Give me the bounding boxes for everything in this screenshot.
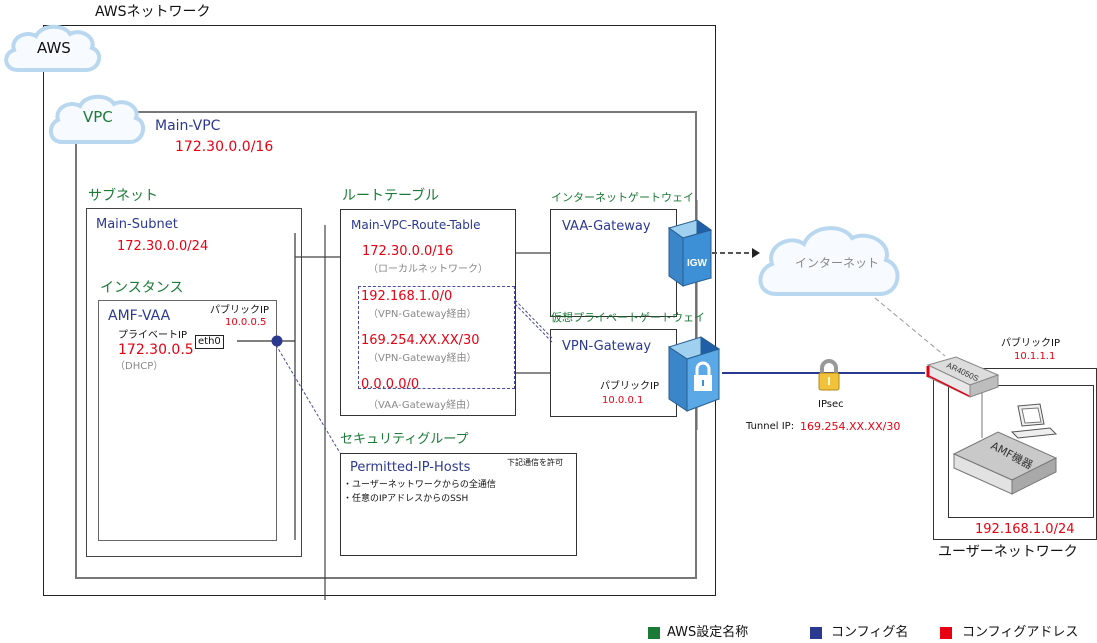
legend-label-config-address: コンフィグアドレス [962,625,1079,640]
security-group-rule-0: ・ユーザーネットワークからの全通信 [343,480,496,490]
vpn-gateway-name: VPN-Gateway [562,339,652,354]
instance-public-ip: 10.0.0.5 [225,317,267,328]
internet-cloud-label: インターネット [795,256,880,270]
instance-name: AMF-VAA [108,308,171,324]
igw-heading: インターネットゲートウェイ [551,191,694,204]
legend-swatch-config-name [810,627,822,639]
router-public-ip-label: パブリックIP [1001,338,1060,349]
route-dest-3: 0.0.0.0/0 [361,377,420,392]
internet-to-router-line [874,297,946,357]
instance-heading: インスタンス [100,280,184,296]
security-group-heading: セキュリティグループ [340,432,469,447]
ipsec-lock-icon [818,359,840,391]
igw-icon: IGW [667,219,713,287]
ipsec-label: IPsec [818,399,844,410]
route-via-0: （ローカルネットワーク） [368,264,488,275]
security-group-box [340,453,577,556]
tunnel-ip-value: 169.254.XX.XX/30 [800,420,901,433]
subnet-cidr: 172.30.0.0/24 [117,239,209,254]
legend-label-config-name: コンフィグ名 [831,625,909,640]
instance-private-ip-note: （DHCP） [115,361,164,372]
vpc-cloud-label: VPC [83,108,113,126]
instance-private-ip: 172.30.0.5 [118,342,194,358]
instance-private-ip-label: プライベートIP [118,330,187,341]
subnet-heading: サブネット [88,188,158,204]
amf-device-icon: AMF機器 [952,431,1058,495]
vpc-name: Main-VPC [155,118,221,134]
route-dest-1: 192.168.1.0/0 [361,289,453,304]
pc-monitor-icon [1010,403,1058,439]
legend-swatch-config-address [940,627,952,639]
router-public-ip: 10.1.1.1 [1014,351,1056,362]
vpc-cloud-icon [49,94,146,144]
aws-cloud-label: AWS [37,39,71,57]
vpn-gateway-public-ip: 10.0.0.1 [602,395,644,406]
route-dest-0: 172.30.0.0/16 [362,244,454,259]
igw-icon-text: IGW [687,258,708,269]
aws-network-title: AWSネットワーク [95,4,211,20]
internet-cloud-icon [758,226,900,296]
route-via-3: （VAA-Gateway経由） [368,400,477,411]
user-network-cidr: 192.168.1.0/24 [975,522,1075,537]
user-network-title: ユーザーネットワーク [938,544,1078,560]
vpn-gateway-heading: 仮想プライベートゲートウェイ [551,311,705,324]
tunnel-ip-label: Tunnel IP: [746,421,795,432]
route-vpn-group-box [358,286,515,389]
aws-network-box [43,25,716,596]
legend-swatch-aws-name [648,627,660,639]
ar4050s-router-icon: AR4050S [926,356,1000,398]
eth0-interface-label[interactable]: eth0 [195,335,224,349]
legend-label-aws-name: AWS設定名称 [667,625,749,640]
route-table-name: Main-VPC-Route-Table [351,218,481,232]
security-group-rule-1: ・任意のIPアドレスからのSSH [343,494,469,504]
route-via-1: （VPN-Gateway経由） [368,309,477,320]
route-table-heading: ルートテーブル [342,188,440,204]
security-group-name: Permitted-IP-Hosts [350,460,471,475]
vpn-gateway-public-ip-label: パブリックIP [600,381,659,392]
instance-public-ip-label: パブリックIP [210,305,269,316]
subnet-name: Main-Subnet [96,217,178,232]
route-via-2: （VPN-Gateway経由） [368,353,477,364]
security-group-note: 下記通信を許可 [507,458,563,467]
vpn-gateway-lock-icon [667,336,721,412]
aws-cloud-icon [4,24,102,72]
igw-name: VAA-Gateway [562,219,651,234]
route-dest-2: 169.254.XX.XX/30 [361,333,480,348]
vpc-cidr: 172.30.0.0/16 [175,139,274,155]
user-network-inner-box [948,385,1094,518]
